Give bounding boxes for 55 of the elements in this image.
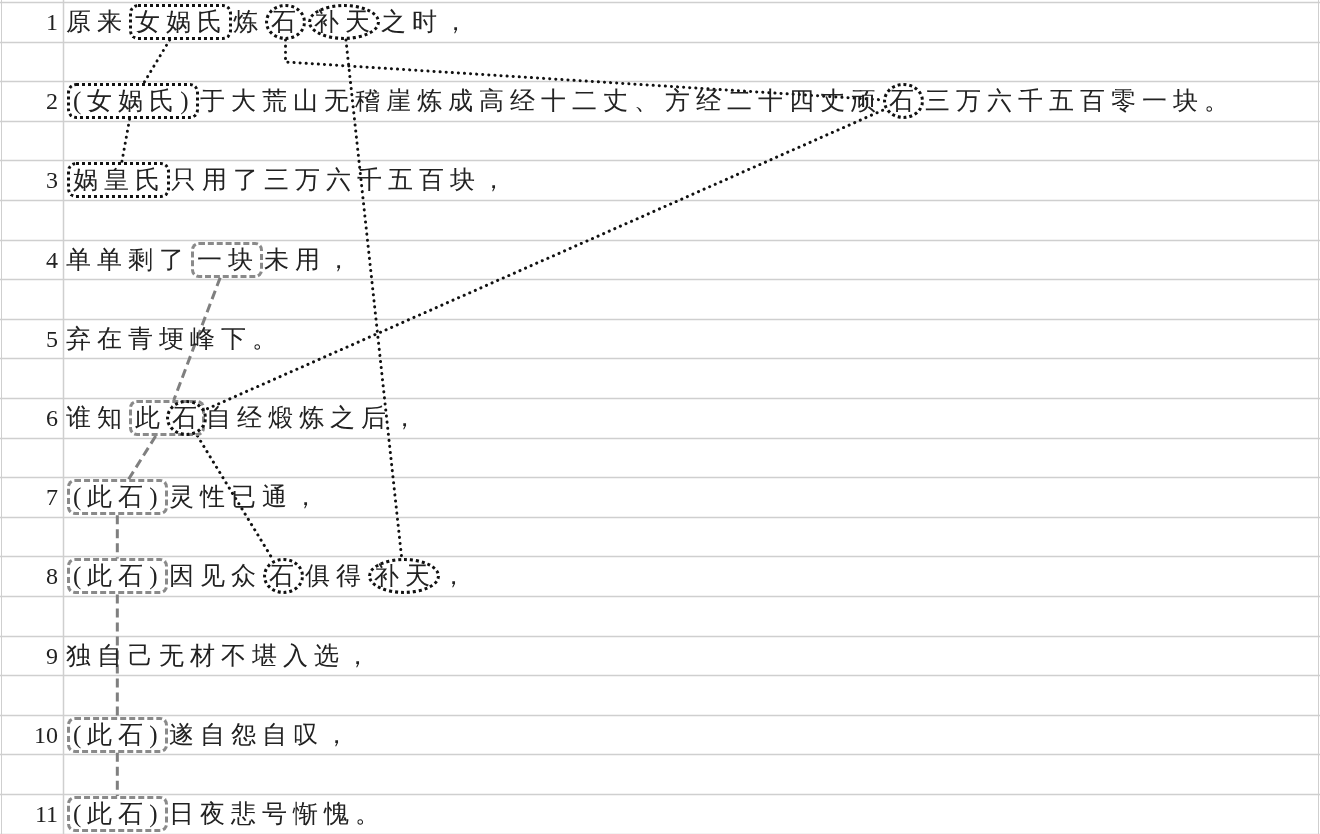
text-fragment: 自经煅炼之后， bbox=[206, 403, 423, 433]
row-number: 7 bbox=[45, 483, 58, 513]
coreference-mention: 娲皇氏 bbox=[67, 162, 170, 199]
text-fragment: 弃在青埂峰下。 bbox=[66, 323, 283, 354]
row-number: 3 bbox=[45, 166, 58, 196]
text-fragment: 单单剩了 bbox=[66, 244, 190, 275]
coreference-mention: 补天 bbox=[367, 558, 440, 595]
row-number: 10 bbox=[33, 720, 58, 750]
text-fragment: 谁知 bbox=[66, 403, 128, 433]
coreference-link bbox=[115, 515, 119, 559]
text-fragment: 独自己无材不堪入选， bbox=[66, 640, 376, 671]
coreference-link bbox=[172, 277, 222, 401]
text-fragment: 三万六千五百零一块。 bbox=[924, 86, 1235, 117]
text-fragment: 灵性已通， bbox=[168, 482, 324, 513]
text-fragment: ， bbox=[440, 561, 472, 592]
coreference-mention: (此石) bbox=[67, 558, 168, 595]
coreference-link bbox=[115, 594, 119, 717]
row-number: 9 bbox=[45, 641, 58, 671]
mention-text: 此 bbox=[135, 404, 166, 431]
coreference-mention: (此石) bbox=[67, 479, 168, 516]
row-number: 5 bbox=[45, 324, 58, 354]
text-fragment: 炼 bbox=[233, 7, 264, 37]
coreference-mention: 一块 bbox=[191, 241, 263, 278]
row-number: 11 bbox=[33, 800, 58, 829]
row-number: 2 bbox=[45, 87, 58, 117]
text-fragment: 未用， bbox=[264, 244, 357, 275]
coreference-mention: 女娲氏 bbox=[129, 4, 232, 40]
coreference-mention: (此石) bbox=[67, 716, 168, 753]
row-number: 1 bbox=[45, 8, 58, 37]
coreference-mention: 石 bbox=[265, 4, 306, 40]
text-fragment: 于大荒山无稽崖炼成高经十二丈、方经二十四丈顽 bbox=[199, 86, 882, 117]
row-number: 8 bbox=[45, 562, 58, 592]
text-fragment: 因见众 bbox=[168, 561, 262, 592]
text-fragment: 只用了三万六千五百块， bbox=[171, 165, 512, 196]
coreference-mention bbox=[129, 400, 205, 436]
row-number: 4 bbox=[45, 245, 58, 275]
coreference-mention: 石 bbox=[882, 83, 924, 120]
text-fragment: 日夜悲号惭愧。 bbox=[168, 799, 386, 829]
coreference-link bbox=[120, 117, 132, 164]
coreference-mention: (女娲氏) bbox=[67, 83, 199, 120]
coreference-link bbox=[196, 434, 274, 560]
coreference-mention: (此石) bbox=[67, 796, 168, 832]
coreference-mention: 石 bbox=[166, 400, 207, 436]
row-number: 6 bbox=[45, 404, 58, 433]
text-fragment: 之时， bbox=[381, 7, 474, 37]
coreference-link bbox=[205, 108, 885, 411]
text-fragment: 原来 bbox=[66, 7, 128, 37]
text-fragment: 遂自怨自叹， bbox=[168, 719, 355, 750]
coreference-mention: 补天 bbox=[308, 4, 380, 40]
coreference-link bbox=[115, 752, 119, 796]
coreference-mention: 石 bbox=[262, 558, 304, 595]
coreference-link bbox=[142, 38, 172, 85]
coreference-link bbox=[344, 38, 404, 560]
coreference-link bbox=[127, 435, 157, 480]
text-fragment: 俱得 bbox=[304, 561, 367, 592]
